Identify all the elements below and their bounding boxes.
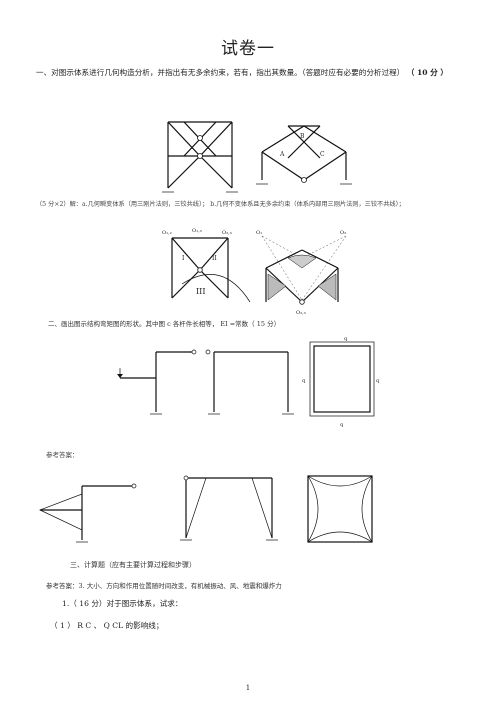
label-r1: I [182,255,185,262]
label-q-top: q [344,336,348,342]
page-number: 1 [245,684,251,692]
label-o12: O₁,₂ [162,230,172,236]
figure-1b-analysis: O₁ O₂ O₂,₃ [256,230,347,316]
figure-2a-moment [39,483,137,543]
label-o23: O₂,₃ [222,230,232,236]
label-b: B [300,133,305,140]
reference-answer-2: 参考答案：3. 大小、方向和作用位置随时间改变，有机械振动、风、地震和爆炸力 [46,582,282,590]
figure-1a-analysis: O₁,₂ O₁,₃ O₂,₃ I II III [162,228,251,303]
reference-answer-label: 参考答案： [46,451,79,459]
label-r2: II [212,255,217,262]
question-2: 二、画出图示结构弯矩图的形状。其中图 c 各杆件长相等， EI =常数（ 15 … [48,320,281,328]
label-q-bottom: q [340,422,344,428]
label-o1: O₁ [256,230,262,236]
question-3: 三、计算题（应有主要计算过程和步骤） [70,561,196,569]
label-o2: O₂ [340,230,346,236]
figure-1a [162,121,238,193]
figure-2a [117,349,197,415]
problem-1: 1.（ 16 分）对于图示体系，试求： [62,599,183,608]
figure-2c-moment [307,475,373,543]
figure-2c: q q q q [302,336,380,428]
answer-1: （5 分×2）解：a.几何瞬变体系（用三刚片法则，三铰共线）； b.几何不变体系… [36,201,405,208]
problem-1-part-1: （ 1 ） R C 、 Q CL 的影响线； [50,621,164,630]
label-o23-b: O₂,₃ [296,310,306,316]
label-a: A [279,151,285,158]
label-q-right: q [376,378,380,384]
label-o13: O₁,₃ [192,228,202,234]
question-1-score: （ 10 分 ） [406,68,448,77]
label-q-left: q [302,378,306,384]
page-title: 试卷一 [221,39,275,59]
question-1: 一、对图示体系进行几何构造分析，并指出有无多余约束，若有，指出其数量。（答题时应… [36,66,466,79]
question-1-text: 一、对图示体系进行几何构造分析，并指出有无多余约束，若有，指出其数量。（答题时应… [36,68,405,77]
figure-2b-moment [180,475,278,541]
figure-1b: A B C [256,125,352,185]
label-c: C [320,151,325,158]
label-r3: III [196,287,205,296]
figure-2b [205,349,294,415]
